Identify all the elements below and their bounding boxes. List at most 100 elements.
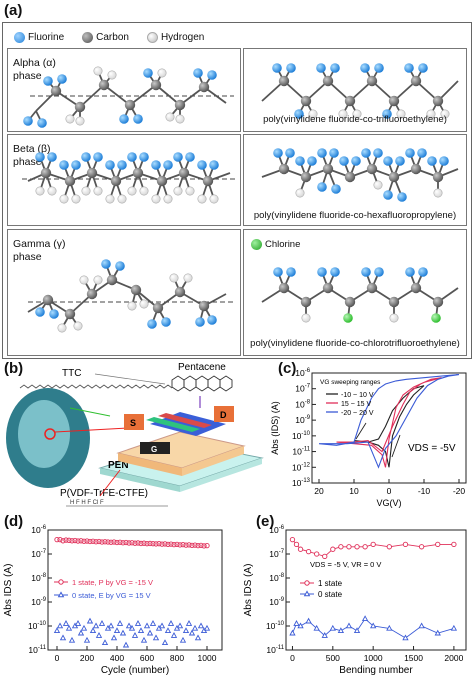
carbon-atom xyxy=(410,163,422,175)
bond xyxy=(155,84,181,106)
x-tick-label: -20 xyxy=(453,486,466,496)
red-stripe xyxy=(158,413,212,428)
data-point xyxy=(322,553,328,560)
carbon-atom xyxy=(42,294,54,306)
hydrogen-atom xyxy=(57,323,67,333)
hydrogen-atom xyxy=(127,186,137,196)
hydrogen-atom xyxy=(65,114,75,124)
data-point xyxy=(126,540,132,546)
hydrogen-atom xyxy=(165,112,175,122)
data-point xyxy=(289,536,296,543)
data-point xyxy=(96,538,102,545)
data-point xyxy=(113,627,121,634)
data-point xyxy=(90,538,96,544)
fluorine-atom xyxy=(361,267,371,277)
data-point xyxy=(66,537,72,543)
alpha-phase-molecule xyxy=(23,66,234,128)
hydrogen-atom xyxy=(352,109,362,119)
fluorine-atom xyxy=(147,319,157,329)
fluorine-atom xyxy=(418,63,428,73)
carbon-atom-icon xyxy=(82,31,94,43)
legend-entry: 15 ~ 15 V xyxy=(341,401,371,408)
data-point xyxy=(108,539,114,545)
x-axis-title: Cycle (number) xyxy=(101,665,169,676)
hydrogen-atom xyxy=(295,188,305,198)
hydrogen-atom xyxy=(139,186,149,196)
carbon-atom xyxy=(322,75,334,87)
hydrogen-atom xyxy=(173,186,183,196)
fluorine-atom xyxy=(361,148,371,158)
fluorine-atom xyxy=(119,114,129,124)
y-tick-label: 10-11 xyxy=(266,645,284,655)
chlorine-atom xyxy=(431,313,441,323)
pen-substrate-side xyxy=(100,468,180,492)
photo-marker xyxy=(44,428,56,440)
data-point xyxy=(297,546,304,552)
data-point xyxy=(353,627,361,634)
fluorine-atom xyxy=(163,160,173,170)
hydrogen-atom xyxy=(185,186,195,196)
hydrogen-atom xyxy=(433,188,443,198)
gate-label: G xyxy=(151,445,157,454)
alpha-phase-cell: Alpha (α)phase xyxy=(7,48,241,132)
fluorine-atom xyxy=(173,152,183,162)
dielectric-front xyxy=(182,446,244,476)
data-point xyxy=(168,541,174,547)
pvdf-hfp-molecule xyxy=(261,148,459,202)
data-point xyxy=(116,620,124,626)
data-point xyxy=(84,538,90,544)
y-tick-label: 10-10 xyxy=(28,621,47,631)
fluorine-atom xyxy=(185,152,195,162)
data-point xyxy=(165,541,171,548)
fluorine-atom xyxy=(331,184,341,194)
fluorine-atom xyxy=(382,109,392,119)
data-point xyxy=(75,538,81,544)
x-axis-title: VG(V) xyxy=(376,498,401,508)
pvdf-hfp-cell: poly(vinylidene fluoride-co-hexafluoropr… xyxy=(243,134,467,226)
hydrogen-atom xyxy=(93,66,103,76)
data-point xyxy=(72,537,78,544)
data-point xyxy=(128,624,136,631)
polymer-pointer xyxy=(99,469,121,497)
carbon-atom xyxy=(278,163,290,175)
fluorine-atom xyxy=(209,160,219,170)
fluorine-atom xyxy=(316,63,326,73)
carbon-atom xyxy=(130,284,142,296)
carbon-atom xyxy=(86,288,98,300)
hydrogen-atom xyxy=(151,194,161,204)
gamma-phase-label: Gamma (γ)phase xyxy=(13,238,66,263)
fluorine-atom xyxy=(374,267,384,277)
data-point xyxy=(183,542,189,548)
data-point xyxy=(63,537,69,543)
data-point xyxy=(164,627,172,634)
y-axis-title: Abs IDS (A) xyxy=(3,564,14,617)
fluorine-atom xyxy=(418,267,428,277)
carbon-atom xyxy=(150,79,162,91)
data-point xyxy=(152,634,160,641)
data-point xyxy=(337,627,345,634)
bias-annotation: VDS = -5 V, VR = 0 V xyxy=(310,560,381,569)
carbon-atom xyxy=(98,79,110,91)
data-point xyxy=(450,624,458,631)
data-point xyxy=(167,620,175,626)
alpha-phase-label: Alpha (α)phase xyxy=(13,57,56,82)
fluorine-atom xyxy=(207,315,217,325)
data-point xyxy=(69,538,75,544)
data-point xyxy=(122,641,130,648)
hydrogen-atom xyxy=(440,109,450,119)
data-point xyxy=(313,624,320,631)
hydrogen-atom xyxy=(175,114,185,124)
data-point xyxy=(191,624,199,631)
hydrogen-atom xyxy=(81,186,91,196)
data-point xyxy=(418,544,425,550)
carbon-atom xyxy=(110,175,122,187)
fluorine-atom xyxy=(143,68,153,78)
data-point xyxy=(361,615,369,622)
data-point xyxy=(370,622,377,629)
carbon-atom xyxy=(178,167,190,179)
source-electrode xyxy=(124,414,144,430)
data-point xyxy=(289,629,296,636)
data-point xyxy=(402,634,409,641)
y-tick-label: 10-10 xyxy=(266,621,285,631)
